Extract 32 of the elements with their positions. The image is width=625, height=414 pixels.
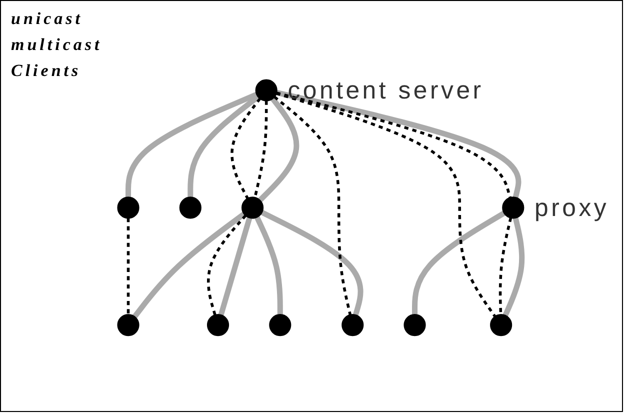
node-circle (206, 314, 230, 336)
tree-line (412, 210, 506, 315)
tree-line (132, 212, 246, 318)
tree-line (188, 94, 260, 198)
node-circle (255, 79, 278, 102)
tree-line (126, 92, 258, 198)
node-circle (502, 196, 524, 219)
dotted-line (126, 218, 130, 315)
label-text: Clients (11, 61, 82, 81)
dotted-line (276, 92, 496, 318)
node-caption: proxy (534, 194, 610, 222)
node-circle (404, 314, 426, 336)
dotted-line (254, 100, 268, 198)
node-caption: content server (288, 78, 484, 105)
tree-line (258, 96, 300, 202)
dotted-line (498, 217, 512, 315)
label-text: unicast (11, 9, 84, 29)
tree-line (260, 210, 364, 316)
node-circle (269, 314, 292, 336)
node-circle (241, 196, 264, 219)
dotted-line (274, 96, 352, 316)
dotted-line (230, 98, 262, 200)
label-text: multicast (11, 35, 102, 55)
node-circle (490, 314, 512, 336)
node-circle (342, 314, 364, 336)
tree-line (218, 216, 252, 316)
node-circle (117, 196, 140, 219)
tree-line (502, 217, 525, 317)
node-circle (117, 314, 140, 336)
dotted-line (207, 214, 247, 316)
tree-line (254, 216, 283, 315)
node-circle (179, 196, 202, 219)
